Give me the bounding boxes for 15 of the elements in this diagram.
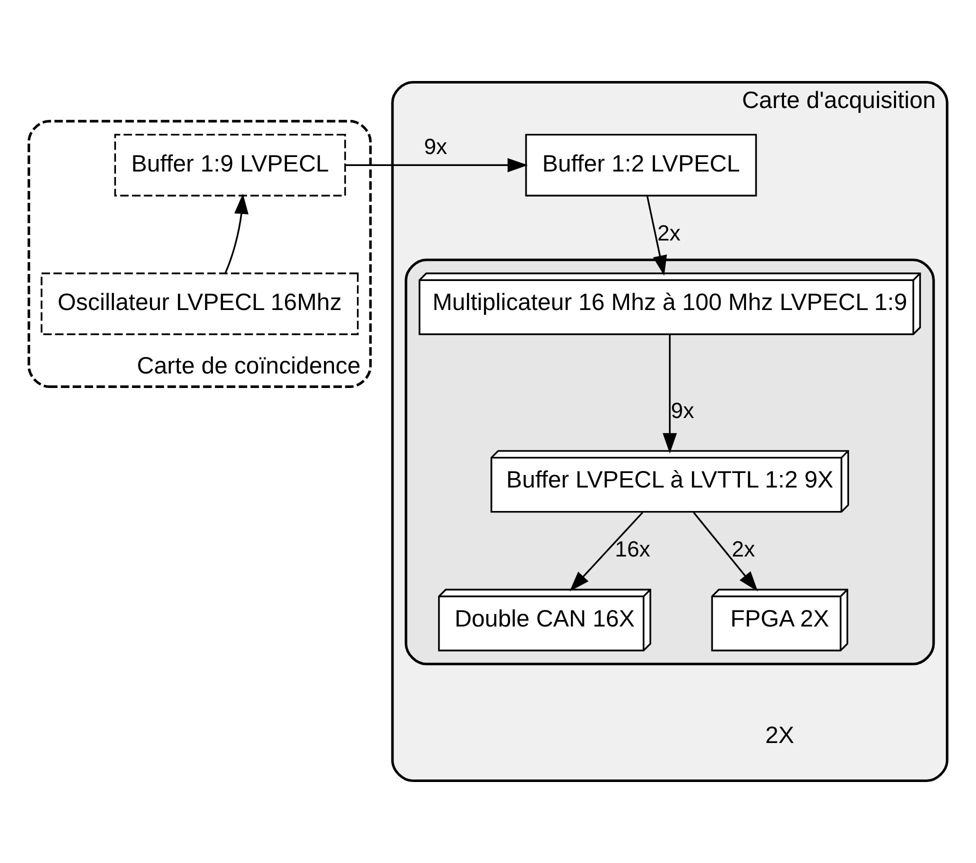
cluster [404,258,935,666]
edge-label: 9x [670,398,694,423]
arrow [345,158,528,172]
node-box: Buffer 1:2 LVPECL [525,134,757,196]
arrow [662,334,677,454]
node-box: Buffer 1:9 LVPECL [114,134,346,196]
edge-label: 9x [424,134,448,159]
arrow [570,512,644,592]
edge-label: 2x [732,536,755,562]
arrow [692,512,758,592]
arrow [224,194,248,274]
node-box: Oscillateur LVPECL 16Mhz [40,272,359,336]
edge-label: 16x [614,536,650,562]
arrow [646,196,667,276]
edge-label: 2x [657,220,681,246]
